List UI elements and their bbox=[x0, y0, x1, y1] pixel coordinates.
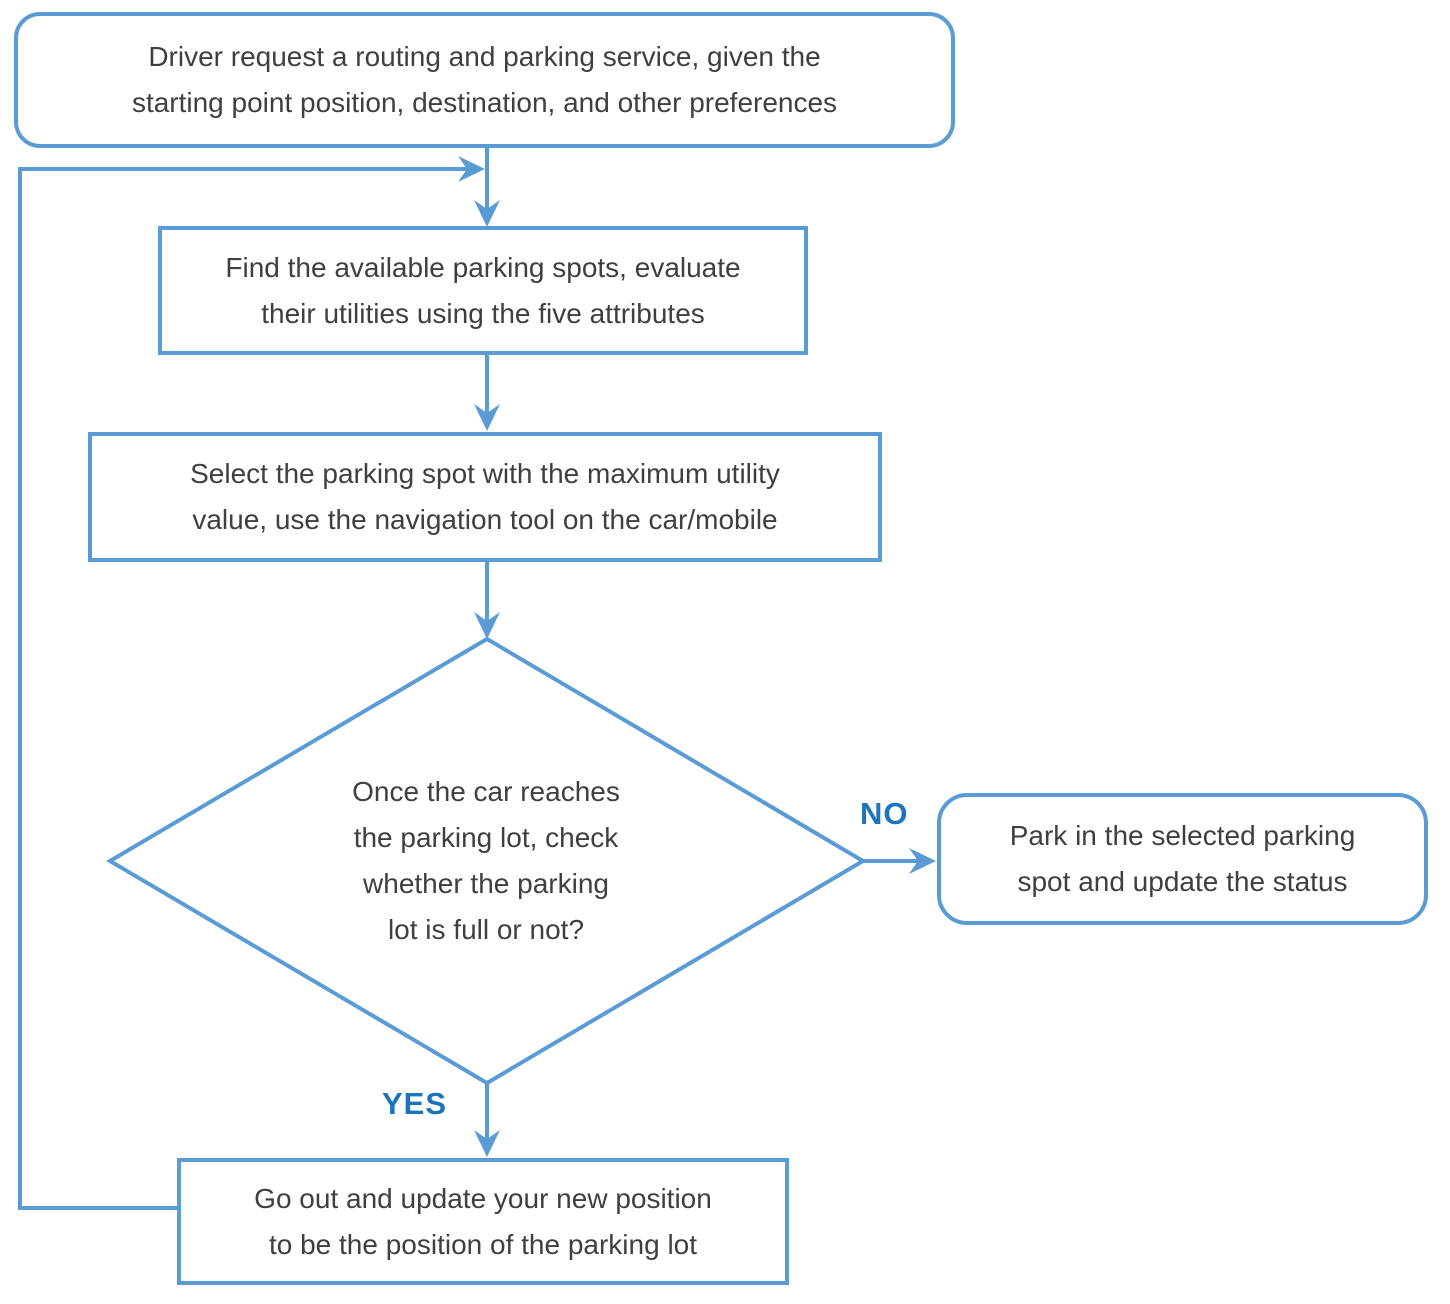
node-find-text-line: their utilities using the five attribute… bbox=[261, 297, 705, 329]
node-check-full-text-line: lot is full or not? bbox=[387, 914, 585, 945]
node-start: Driver request a routing and parking ser… bbox=[14, 12, 955, 148]
node-select-text-line: value, use the navigation tool on the ca… bbox=[192, 504, 778, 535]
arrowhead-start-to-find bbox=[474, 200, 500, 227]
connector-feedback-loop bbox=[18, 167, 467, 1210]
node-park-text-line: Park in the selected parking bbox=[1009, 820, 1356, 851]
node-go-out: Go out and update your new position to b… bbox=[177, 1158, 789, 1285]
node-go-out-text-line: Go out and update your new position bbox=[254, 1182, 712, 1214]
node-check-full: Once the car reaches the parking lot, ch… bbox=[316, 768, 656, 954]
arrowhead-select-to-decision bbox=[474, 612, 500, 639]
arrowhead-decision-to-park bbox=[909, 848, 936, 874]
arrowhead-feedback-loop bbox=[458, 156, 485, 182]
node-park-text-line: spot and update the status bbox=[1017, 866, 1348, 897]
node-find-spots: Find the available parking spots, evalua… bbox=[158, 226, 808, 355]
node-check-full-text-line: whether the parking bbox=[363, 868, 609, 899]
node-go-out-text-line: to be the position of the parking lot bbox=[268, 1228, 698, 1260]
node-start-text-line: Driver request a routing and parking ser… bbox=[148, 41, 821, 72]
node-check-full-text-line: Once the car reaches bbox=[352, 776, 620, 807]
node-park: Park in the selected parking spot and up… bbox=[937, 793, 1428, 925]
node-start-text-line: starting point position, destination, an… bbox=[131, 87, 838, 118]
arrowhead-decision-to-goout bbox=[474, 1130, 500, 1157]
edge-label-yes: YES bbox=[382, 1086, 448, 1121]
node-check-full-text-line: the parking lot, check bbox=[353, 822, 619, 853]
node-select-spot: Select the parking spot with the maximum… bbox=[88, 432, 882, 562]
node-select-text-line: Select the parking spot with the maximum… bbox=[190, 458, 780, 489]
node-find-text-line: Find the available parking spots, evalua… bbox=[225, 251, 741, 283]
arrowhead-find-to-select bbox=[474, 404, 500, 431]
edge-label-no: NO bbox=[860, 796, 909, 831]
